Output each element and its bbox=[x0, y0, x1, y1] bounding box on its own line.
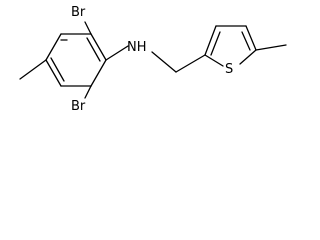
ring-bond-c1-c2 bbox=[90, 33, 107, 61]
bond-ch2-thiophene bbox=[175, 54, 206, 73]
amine-label: NH bbox=[127, 40, 147, 55]
thiophene-double-bond-c2-c3 bbox=[210, 31, 221, 56]
bromine-label-bottom: Br bbox=[71, 99, 86, 114]
chemical-structure-diagram: Br Br NH S bbox=[19, 5, 287, 114]
ring-bond-c3-c4 bbox=[45, 33, 62, 61]
ring-double-bond-inner-2 bbox=[50, 57, 65, 82]
bond-thiophene-methyl bbox=[255, 44, 287, 51]
bond-nh-ch2 bbox=[151, 51, 177, 73]
bond-c4-methyl bbox=[19, 59, 47, 80]
thiophene-bond-c5-s bbox=[239, 49, 257, 65]
sulfur-label: S bbox=[225, 62, 233, 77]
benzene-ring bbox=[45, 33, 107, 87]
ring-bond-c4-c5 bbox=[45, 59, 62, 87]
bond-c2-br-top bbox=[84, 21, 92, 35]
thiophene-bond-s-c2 bbox=[204, 54, 224, 67]
bond-c6-br-bottom bbox=[84, 85, 92, 99]
ring-bond-c6-c1 bbox=[90, 59, 107, 87]
thiophene-bond-c4-c5 bbox=[245, 25, 257, 51]
ring-double-bond-inner-1 bbox=[86, 37, 101, 62]
bromine-label-top: Br bbox=[71, 5, 86, 20]
thiophene-ring bbox=[204, 25, 257, 67]
bond-c1-nh bbox=[105, 45, 129, 61]
thiophene-double-bond-c4-c5 bbox=[241, 31, 251, 51]
thiophene-bond-c2-c3 bbox=[204, 25, 217, 56]
